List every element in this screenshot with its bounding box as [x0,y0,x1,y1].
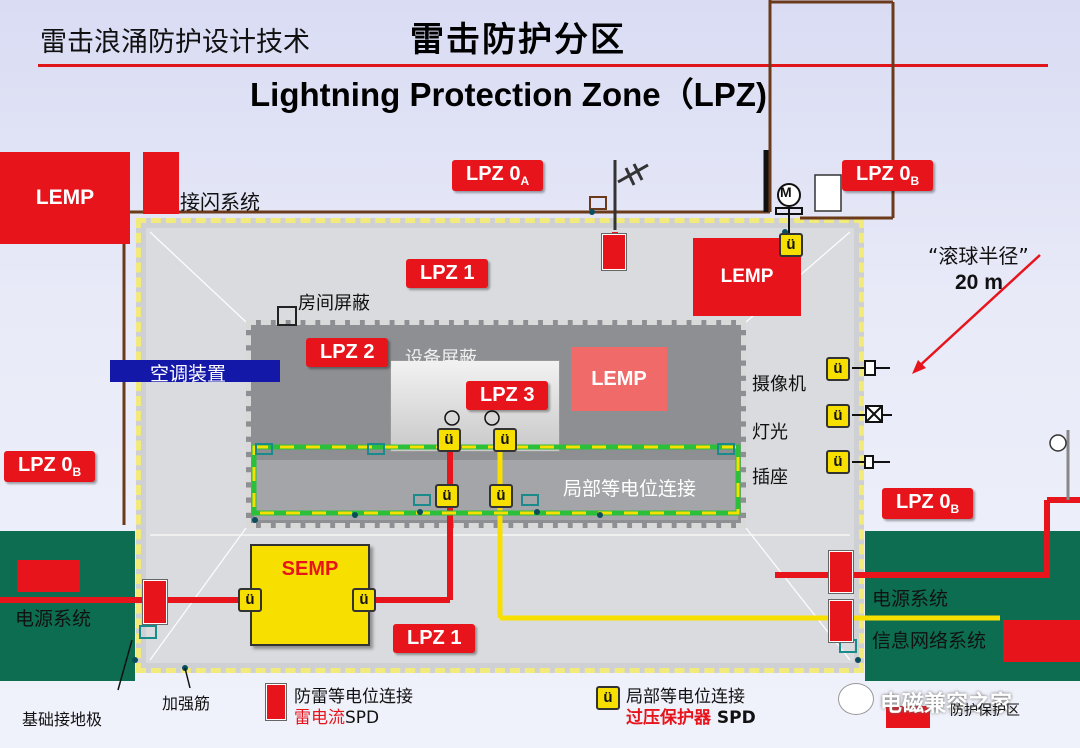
camera-label: 摄像机 [752,374,806,395]
aircon-bar [110,360,280,382]
network-source-right [1003,620,1080,662]
spd-overvoltage-camera: ü [826,357,850,381]
legend-local-bonding: 局部等电位连接 [626,687,745,707]
english-title: Lightning Protection Zone（LPZ) [250,76,767,113]
device-shield-label: 设备屏蔽 [405,348,477,369]
spd-overvoltage-motor: ü [779,233,803,257]
lemp-outside: LEMP [0,152,130,244]
subtitle-cn: 雷击浪涌防护设计技术 [40,27,310,58]
legend-red-block [886,706,930,728]
wechat-icon [838,683,874,715]
rolling-sphere-title: “滚球半径” [928,244,1029,268]
legend-overvoltage-spd: 过压保护器 SPD [626,708,756,728]
zone-lpz0b-right: LPZ 0B [882,488,974,519]
legend-lightning-bonding: 防雷等电位连接 [294,687,413,707]
power-source-left [17,560,80,592]
spd-lightning-power-right [829,551,853,593]
page-title: 雷击防护分区 [410,20,626,60]
spd-overvoltage-semp-out: ü [352,588,376,612]
rolling-sphere-value: 20 m [955,271,1003,294]
rebar-label: 加强筋 [162,694,211,713]
network-system-label: 信息网络系统 [872,630,987,652]
spd-overvoltage-device-power: ü [437,428,461,452]
spd-lightning-power-left [143,580,167,624]
watermark-sub: 防护保护区 [950,703,1020,719]
power-system-right-label: 电源系统 [872,588,949,610]
zone-lpz1-bottom: LPZ 1 [393,624,476,653]
lemp-outside-bar [143,152,179,214]
room-shield-marker [277,306,297,326]
zone-lpz0a: LPZ 0A [452,160,544,191]
spd-overvoltage-device-data: ü [493,428,517,452]
motor-label: M [780,184,792,200]
lemp-room: LEMP [571,347,667,411]
title-divider [38,64,1048,67]
legend-lightning-spd: 雷电流SPD [294,708,380,728]
zone-lpz0b-left: LPZ 0B [4,451,96,482]
spd-overvoltage-socket: ü [826,450,850,474]
spd-overvoltage-room-data: ü [489,484,513,508]
semp-box: SEMP [250,544,370,646]
light-label: 灯光 [752,422,788,443]
zone-lpz3: LPZ 3 [466,381,549,410]
legend-lightning-spd-icon [266,684,286,720]
watermark: 电磁兼容之家 [880,692,1013,717]
air-terminal-label: 接闪系统 [180,190,260,214]
local-bonding-label: 局部等电位连接 [563,478,697,500]
ground-left [0,531,135,681]
power-system-left-label: 电源系统 [15,608,92,630]
room-shield-label: 房间屏蔽 [298,293,370,314]
spd-overvoltage-light: ü [826,404,850,428]
spd-lightning-antenna [602,234,626,270]
aircon-label: 空调装置 [150,363,227,385]
semp-label: SEMP [281,558,339,580]
zone-lpz2: LPZ 2 [306,338,389,367]
spd-overvoltage-room-power: ü [435,484,459,508]
spd-overvoltage-semp-in: ü [238,588,262,612]
ground-electrode-label: 基础接地极 [22,710,103,729]
zone-lpz1-top: LPZ 1 [406,259,489,288]
zone-lpz0b-top: LPZ 0B [842,160,934,191]
spd-lightning-network [829,600,853,642]
socket-label: 插座 [752,467,788,488]
legend-overvoltage-spd-icon: ü [596,686,620,710]
